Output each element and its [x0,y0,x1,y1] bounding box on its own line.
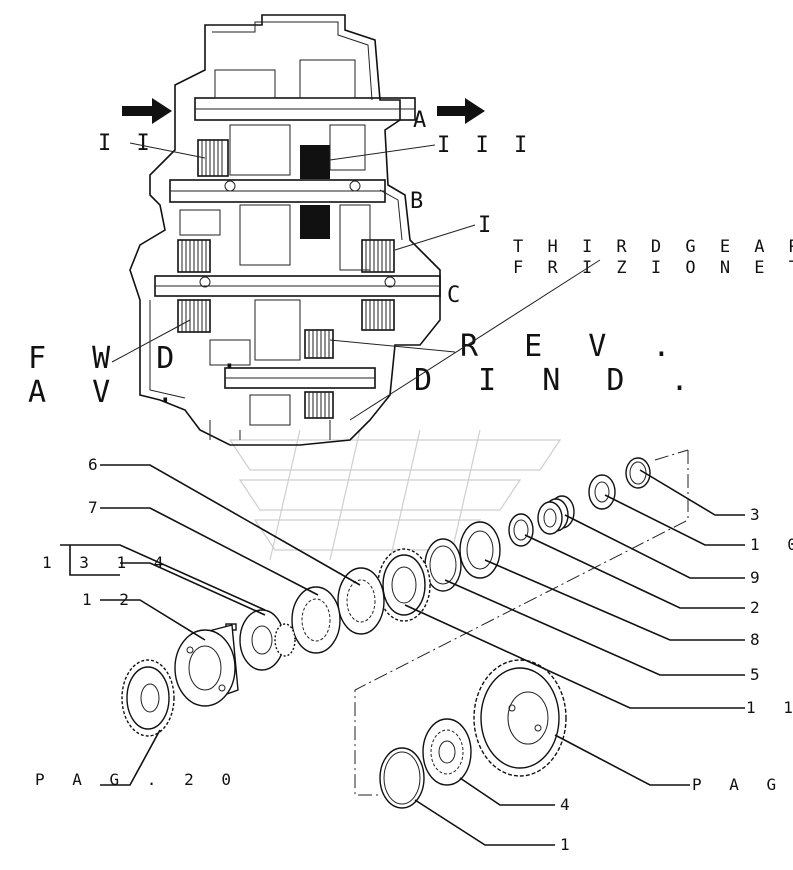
callout-6: 6 [88,455,107,474]
gear-i-label: I [478,213,497,238]
clutch-pack-iii [300,145,330,239]
input-arrow-icon [122,98,172,124]
callout-11: 1 1 [746,698,793,717]
transmission-cross-section [129,14,441,446]
callout-7: 7 [88,498,107,517]
part-4-bearing [422,718,472,786]
callout-13-14: 1 3 1 4 [42,553,172,572]
section-leaders [111,142,601,421]
gear-ii-label: I I [98,131,156,156]
part-2-ring [508,513,534,547]
note-line-2: F R I Z I O N E T E R Z [513,258,793,278]
clutch-pack-i [361,239,395,331]
part-5-ring [424,538,462,592]
gear-iii-label: I I I [437,133,533,158]
part-11-gear [377,548,431,622]
part-9-spring [537,495,575,535]
part-1-ring [379,747,425,809]
output-arrow-icon [437,98,485,124]
callout-5: 5 [750,665,769,684]
clutch-pack-rev [304,329,334,419]
callout-9: 9 [750,568,769,587]
clutch-pack-ii [197,139,229,177]
note-line-1: T H I R D G E A R C L [513,237,793,257]
callout-8: 8 [750,630,769,649]
shaft-b-label: B [410,189,429,214]
page-ref-2: P A G . 2 [692,775,793,794]
callout-1: 1 [560,835,579,854]
rev-label-it: D I N D . [414,363,703,398]
part-13-14-plate [225,609,296,671]
page-ref-20: P A G . 2 0 [35,770,240,789]
callout-leaders [60,464,745,846]
rev-label: R E V . [460,329,684,364]
part-6-friction-disc [337,567,385,635]
part-12-drum [174,624,239,707]
fwd-label: F W D . [28,341,252,376]
pag20-gear [121,659,175,737]
callout-2: 2 [750,598,769,617]
part-7-friction-disc [291,586,341,654]
part-10-washer [588,474,616,510]
clutch-pack-fwd [177,239,211,333]
watermark-logo [228,429,562,561]
callout-12: 1 2 [82,590,138,609]
part-8-disc [459,521,501,579]
fwd-label-it: A V . [28,375,188,410]
callout-3: 3 [750,505,769,524]
pag2-gear [473,659,567,777]
shaft-a-label: A [413,108,432,133]
callout-4: 4 [560,795,579,814]
callout-10: 1 0 [750,535,793,554]
shaft-c-label: C [447,283,466,308]
